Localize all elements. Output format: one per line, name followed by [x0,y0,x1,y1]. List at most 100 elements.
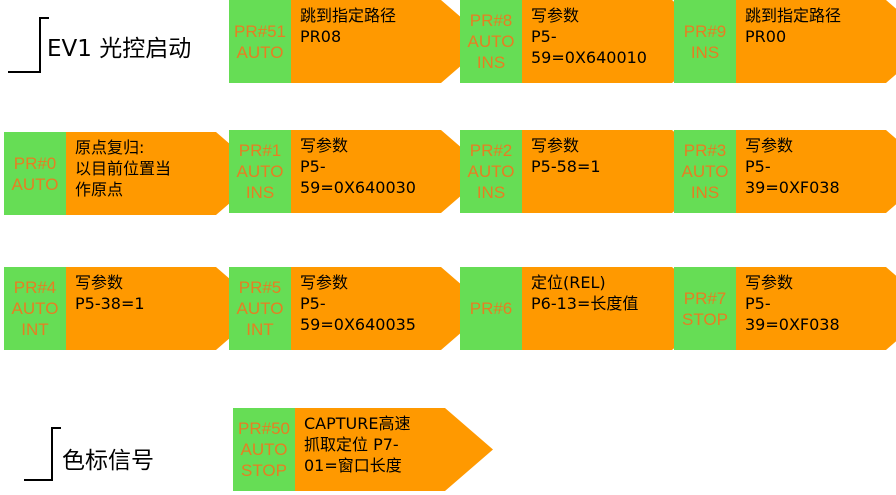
pr-action-line: 写参数 [75,273,124,292]
pr-id-line: AUTO [681,162,729,181]
pr-id-square [460,130,522,213]
action-arrow-shape [736,0,896,83]
mark-edge-rise [51,427,53,481]
ev1-edge-rise [39,17,41,73]
pr-id-square [233,408,295,491]
pr-action-line: 跳到指定路径 [300,6,397,25]
pr-id-line: AUTO [467,32,515,51]
pr-block-shape [229,267,489,350]
pr-id-line: PR#3 [683,141,727,160]
pr-action-line: P5-38=1 [75,294,145,313]
pr-id-line: PR#9 [683,22,727,41]
ev1-edge-low [8,71,40,73]
pr-id-line: PR#1 [238,141,282,160]
pr-action-line: 写参数 [300,136,349,155]
pr-action-line: PR00 [745,27,787,46]
action-arrow-shape [522,130,720,213]
pr-id-square [229,0,291,83]
pr-action-line: 59=0X640035 [300,315,416,334]
pr-action-line: P5- [300,157,326,176]
pr-id-line: AUTO [11,175,59,194]
pr-action-line: P6-13=长度值 [531,294,639,313]
pr-id-line: INS [245,183,275,202]
pr-action-line: 抓取定位 P7- [304,435,399,454]
pr-block-shape [674,267,896,350]
pr-id-square [4,267,66,350]
pr-id-line: AUTO [236,299,284,318]
pr-block-shape [460,267,720,350]
pr-block-shape [4,267,264,350]
pr-block-shape [233,408,493,491]
pr-action-line: 写参数 [745,273,794,292]
pr-id-line: INT [246,320,274,339]
pr-action-description: 原点复归:以目前位置当作原点 [75,137,171,200]
pr-id-line: AUTO [240,440,288,459]
pr-action-line: P5- [300,294,326,313]
pr-action-line: P5- [745,157,771,176]
pr-id-label: PR#6 [460,298,522,319]
action-arrow-shape [522,0,720,83]
pr-id-line: PR#6 [469,299,513,318]
pr-action-description: 跳到指定路径 PR00 [745,5,841,47]
pr-block-shape [674,130,896,213]
pr-action-line: 作原点 [75,180,124,199]
pr-id-line: STOP [682,310,728,329]
pr-action-line: 写参数 [531,136,580,155]
mark-edge-high [51,427,61,429]
pr-action-line: 59=0X640030 [300,178,416,197]
pr-action-line: 原点复归: [75,138,145,157]
pr-id-line: INT [21,320,49,339]
action-arrow-shape [295,408,493,491]
action-arrow-shape [522,267,720,350]
action-arrow-shape [291,130,489,213]
pr-action-description: 写参数 P5- 39=0XF038 [745,272,840,335]
action-arrow-shape [736,130,896,213]
pr-id-line: PR#8 [469,11,513,30]
pr-id-square [4,132,66,215]
action-arrow-shape [66,267,264,350]
pr-action-description: 写参数 P5- 59=0X640030 [300,135,416,198]
pr-block-shape [4,132,264,215]
pr-id-line: PR#0 [13,154,57,173]
pr-action-line: P5- [531,27,557,46]
pr-id-line: INS [690,43,720,62]
action-arrow-shape [66,132,264,215]
pr-action-line: CAPTURE高速 [304,414,411,433]
pr-action-line: 39=0XF038 [745,315,840,334]
pr-block-shape [674,0,896,83]
pr-id-line: PR#2 [469,141,513,160]
pr-id-square [229,130,291,213]
pr-id-line: INS [476,183,506,202]
pr-action-line: P5- [745,294,771,313]
action-arrow-shape [736,267,896,350]
pr-id-square [460,0,522,83]
pr-id-square [229,267,291,350]
pr-id-line: AUTO [236,162,284,181]
pr-id-line: STOP [241,461,287,480]
pr-action-line: 39=0XF038 [745,178,840,197]
pr-action-line: 01=窗口长度 [304,456,402,475]
pr-id-line: PR#5 [238,278,282,297]
pr-action-line: 跳到指定路径 [745,6,842,25]
pr-action-description: CAPTURE高速抓取定位 P7- 01=窗口长度 [304,413,410,476]
ev1-edge-high [39,17,49,19]
pr-block-shape [229,0,489,83]
